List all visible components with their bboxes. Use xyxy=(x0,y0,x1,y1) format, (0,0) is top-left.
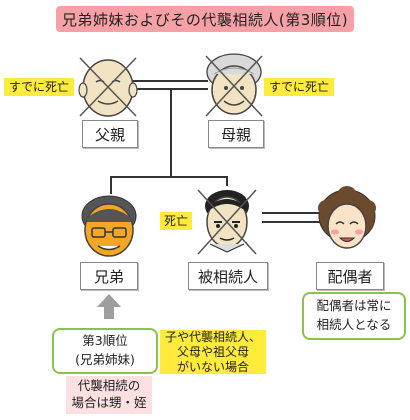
deceased-dead-tag: 死亡 xyxy=(160,212,192,230)
substitute-note-line2: 場合は甥・姪 xyxy=(71,395,147,410)
condition-note-line1: 子や代襲相続人、 xyxy=(164,329,261,344)
condition-note-line3: がいない場合 xyxy=(176,359,249,374)
up-arrow-icon xyxy=(97,294,121,319)
substitute-note: 代襲相続の 場合は甥・姪 xyxy=(66,376,152,414)
marriage-line-bottom-1 xyxy=(262,212,320,214)
mother-dead-tag: すでに死亡 xyxy=(264,78,334,96)
deceased-drop-line xyxy=(226,176,228,186)
parents-drop-line xyxy=(170,88,172,176)
condition-note: 子や代襲相続人、 父母や祖父母 がいない場合 xyxy=(160,330,266,374)
siblings-label: 兄弟 xyxy=(80,262,138,290)
spouse-note-line2: 相続人となる xyxy=(316,317,392,332)
children-horizontal-line xyxy=(110,176,228,178)
father-figure xyxy=(78,57,138,117)
sibling-drop-line xyxy=(110,176,112,194)
substitute-note-line1: 代襲相続の xyxy=(77,378,141,394)
mother-label: 母親 xyxy=(208,120,264,148)
rank-note-line1: 第3順位 xyxy=(82,333,128,349)
spouse-note: 配偶者は常に 相続人となる xyxy=(302,292,406,340)
sibling-figure xyxy=(81,195,137,257)
spouse-note-line1: 配偶者は常に xyxy=(316,298,392,314)
marriage-line-top-1 xyxy=(133,80,208,82)
deceased-label: 被相続人 xyxy=(188,262,268,290)
spouse-figure xyxy=(318,186,376,249)
rank-note-line2: (兄弟姉妹) xyxy=(75,352,135,367)
mother-figure xyxy=(205,53,263,117)
spouse-label: 配偶者 xyxy=(316,262,384,290)
rank-note: 第3順位 (兄弟姉妹) xyxy=(52,328,158,374)
diagram-title: 兄弟姉妹およびその代襲相続人(第3順位) xyxy=(56,6,354,32)
father-dead-tag: すでに死亡 xyxy=(4,78,74,96)
deceased-figure xyxy=(197,189,257,255)
marriage-line-bottom-2 xyxy=(262,221,320,223)
condition-note-line2: 父母や祖父母 xyxy=(176,344,249,359)
father-label: 父親 xyxy=(82,120,138,148)
